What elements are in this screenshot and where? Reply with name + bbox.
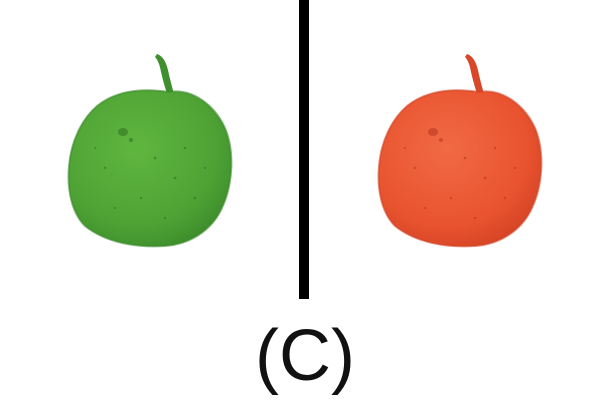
green-fruit-body: [68, 90, 232, 247]
green-fruit-specks: [94, 128, 207, 220]
green-fruit-icon: [67, 54, 233, 248]
red-stem: [465, 54, 485, 100]
vertical-divider: [299, 0, 309, 299]
red-fruit-specks: [404, 128, 517, 220]
red-fruit-body: [378, 90, 542, 247]
panel-caption: (C): [255, 316, 355, 396]
red-fruit-icon: [377, 54, 543, 248]
green-stem: [155, 54, 175, 100]
